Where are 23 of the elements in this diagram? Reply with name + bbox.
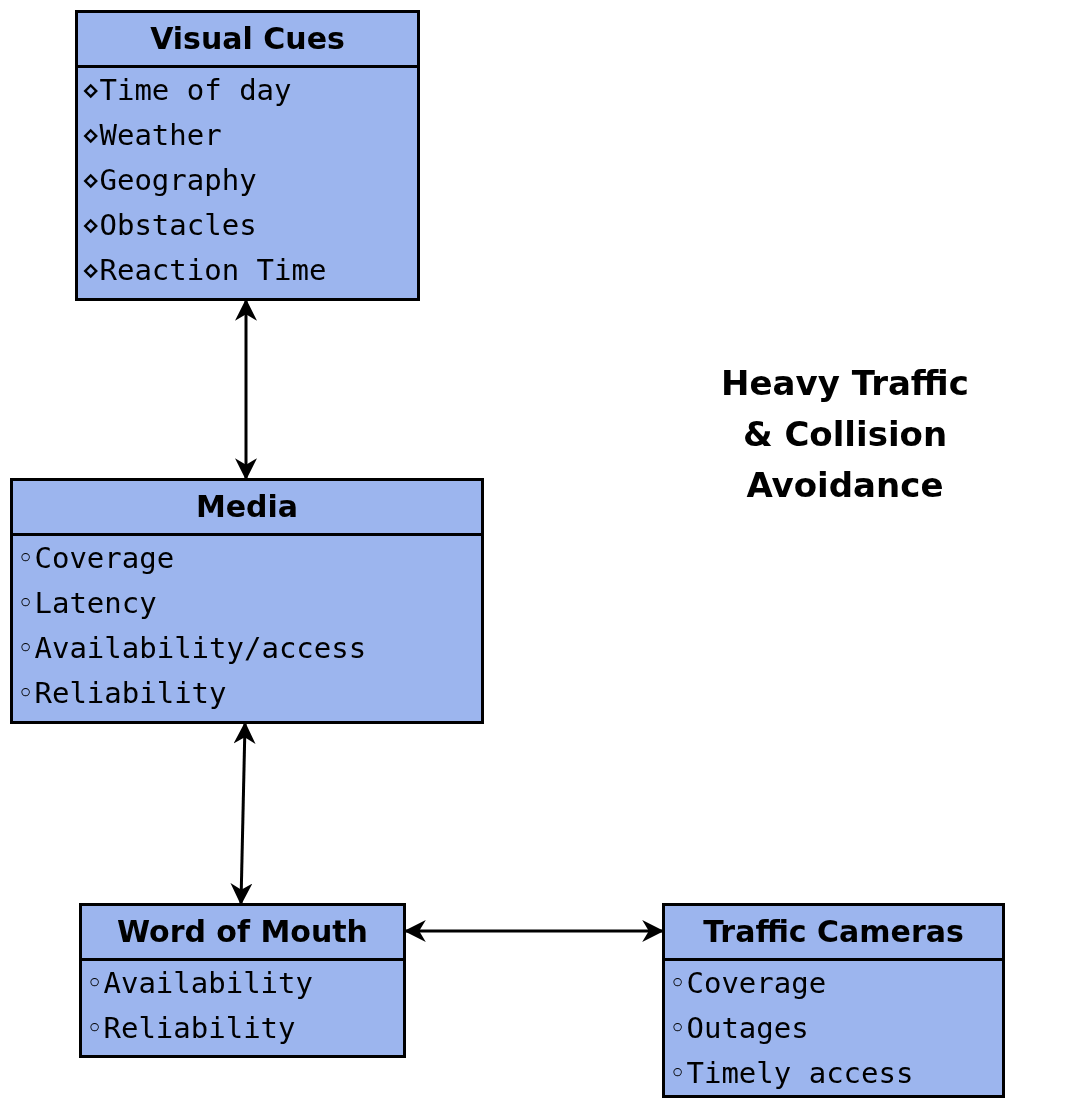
list-item: ◦Reliability xyxy=(85,1010,296,1047)
list-item: ◦Timely access xyxy=(668,1055,914,1092)
class-box xyxy=(79,903,406,1058)
list-item: ⋄Geography xyxy=(81,162,257,199)
class-box xyxy=(662,903,1005,1098)
list-item: ◦Outages xyxy=(668,1010,809,1047)
list-item: ◦Reliability xyxy=(16,675,227,712)
list-item: ◦Coverage xyxy=(668,965,827,1002)
list-item: ◦Coverage xyxy=(16,540,175,577)
class-box xyxy=(10,478,484,724)
list-item: ⋄Obstacles xyxy=(81,207,257,244)
list-item: ◦Latency xyxy=(16,585,157,622)
list-item: ⋄Weather xyxy=(81,117,222,154)
list-item: ◦Availability xyxy=(85,965,313,1002)
list-item: ⋄Reaction Time xyxy=(81,252,327,289)
list-item: ⋄Time of day xyxy=(81,72,292,109)
diagram-title: Heavy Traffic & Collision Avoidance xyxy=(720,362,970,507)
box-heading: Word of Mouth xyxy=(82,906,403,961)
box-heading: Visual Cues xyxy=(78,13,417,68)
list-item: ◦Availability/access xyxy=(16,630,367,667)
box-heading: Traffic Cameras xyxy=(665,906,1002,961)
box-heading: Media xyxy=(13,481,481,536)
class-box xyxy=(75,10,420,301)
